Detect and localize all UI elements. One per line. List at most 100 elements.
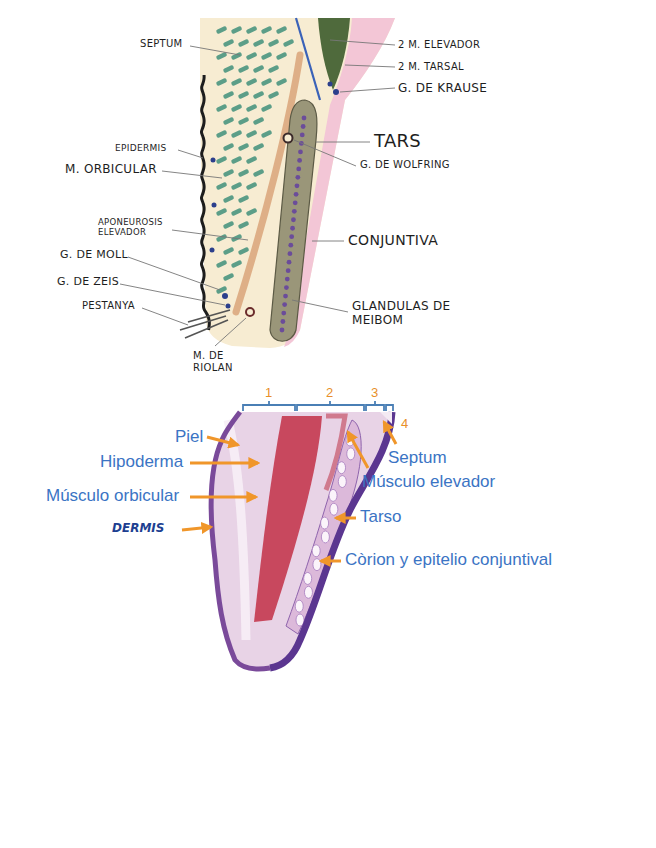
muscle-bundle	[223, 273, 235, 282]
part-label: DERMIS	[112, 522, 164, 536]
meibomian-gland	[302, 116, 307, 121]
muscle-bundle	[231, 78, 243, 87]
muscle-bundle	[238, 221, 250, 230]
muscle-bundle	[216, 234, 228, 243]
part-label: G. DE KRAUSE	[398, 82, 487, 96]
muscle-bundle	[216, 156, 228, 165]
pointer-arrows	[182, 422, 396, 561]
muscle-bundle	[216, 78, 228, 87]
tarsal-gland	[347, 448, 355, 460]
eyelashes	[180, 310, 230, 338]
tarsal-gland	[321, 517, 329, 529]
meibomian-gland	[282, 302, 287, 307]
tarsal-glands	[295, 434, 355, 626]
glands	[210, 82, 340, 317]
muscle-bundle	[261, 104, 273, 113]
muscle-bundle	[223, 247, 235, 256]
muscle-bundle	[246, 182, 258, 191]
tarsal-gland	[313, 559, 321, 571]
muscle-bundle	[268, 65, 280, 74]
skin-gland	[212, 203, 217, 208]
meibomian-gland	[280, 319, 285, 324]
riolan-muscle	[246, 308, 254, 316]
muscle-bundle	[238, 195, 250, 204]
muscle-bundle	[253, 117, 265, 126]
muscle-bundle	[216, 104, 228, 113]
part-label: G. DE WOLFRING	[360, 159, 450, 171]
eyelid-section	[200, 18, 395, 348]
part-label: Músculo elevador	[362, 472, 495, 492]
muscle-bundle	[253, 65, 265, 74]
muscle-bundle	[216, 260, 228, 269]
muscle-bundle	[238, 65, 250, 74]
meibomian-gland	[289, 234, 294, 239]
meibomian-gland	[298, 150, 303, 155]
meibomian-gland	[287, 260, 292, 265]
tarsus	[286, 420, 361, 634]
muscle-bundle	[276, 26, 288, 35]
krause-gland	[328, 82, 333, 87]
krause-gland	[333, 89, 339, 95]
histology-section	[182, 401, 396, 669]
muscle-bundle	[216, 286, 228, 295]
muscle-bundle	[268, 91, 280, 100]
part-label: EPIDERMIS	[115, 143, 166, 153]
wolfring-gland	[284, 134, 293, 143]
muscle-bundle	[261, 52, 273, 61]
septum-tissue	[380, 412, 392, 424]
muscle-bundle	[253, 91, 265, 100]
callout-number: 2	[326, 386, 333, 401]
meibomian-gland	[296, 166, 301, 171]
muscle-bundle	[238, 247, 250, 256]
part-label: Hipoderma	[100, 452, 183, 472]
muscle-bundle	[246, 26, 258, 35]
muscle-bundle	[231, 156, 243, 165]
muscle-bundle	[238, 169, 250, 178]
muscle-bundle	[231, 208, 243, 217]
muscle-bundle	[223, 65, 235, 74]
muscle-bundle	[231, 52, 243, 61]
meibomian-gland	[288, 251, 293, 256]
part-label: SEPTUM	[140, 38, 183, 50]
muscle-bundle	[231, 260, 243, 269]
muscle-bundle	[283, 39, 295, 48]
muscle-bundle	[261, 78, 273, 87]
muscle-bundle	[238, 143, 250, 152]
part-label: GLANDULAS DE MEIBOM	[352, 300, 452, 328]
muscle-bundle	[246, 52, 258, 61]
tarsal-gland	[312, 545, 320, 557]
part-label: CONJUNTIVA	[348, 232, 438, 248]
muscle-bundle	[216, 26, 228, 35]
orbicular-muscle	[254, 416, 322, 622]
muscle-bundle	[231, 130, 243, 139]
muscle-bundle	[223, 117, 235, 126]
muscle-bundle	[216, 182, 228, 191]
meibomian-gland	[297, 158, 302, 163]
tarsal-gland	[338, 476, 346, 488]
muscle-bundle	[261, 130, 273, 139]
muscle-bundle	[223, 91, 235, 100]
callout-number: 4	[401, 417, 408, 432]
meibomian-gland	[281, 311, 286, 316]
muscle-bundle	[238, 117, 250, 126]
muscle-bundle	[231, 104, 243, 113]
conjunctival-epithelium	[270, 412, 392, 668]
part-label: APONEUROSIS ELEVADOR	[98, 218, 172, 238]
meibomian-gland	[294, 192, 299, 197]
muscle-bundle	[223, 169, 235, 178]
meibomian-gland	[295, 175, 300, 180]
meibomian-gland	[280, 328, 285, 333]
callout-number: 3	[371, 386, 378, 401]
muscle-bundle	[223, 221, 235, 230]
part-label: 2 M. TARSAL	[398, 61, 464, 73]
region-brackets	[243, 401, 393, 411]
tarsal-gland	[321, 531, 329, 543]
meibomian-gland	[300, 133, 305, 138]
meibomian-gland	[291, 217, 296, 222]
muscle-bundle	[253, 39, 265, 48]
muscle-bundle	[253, 169, 265, 178]
muscle-bundle	[253, 143, 265, 152]
part-label: M. DE RIOLAN	[193, 350, 245, 373]
meibomian-gland	[286, 268, 291, 273]
